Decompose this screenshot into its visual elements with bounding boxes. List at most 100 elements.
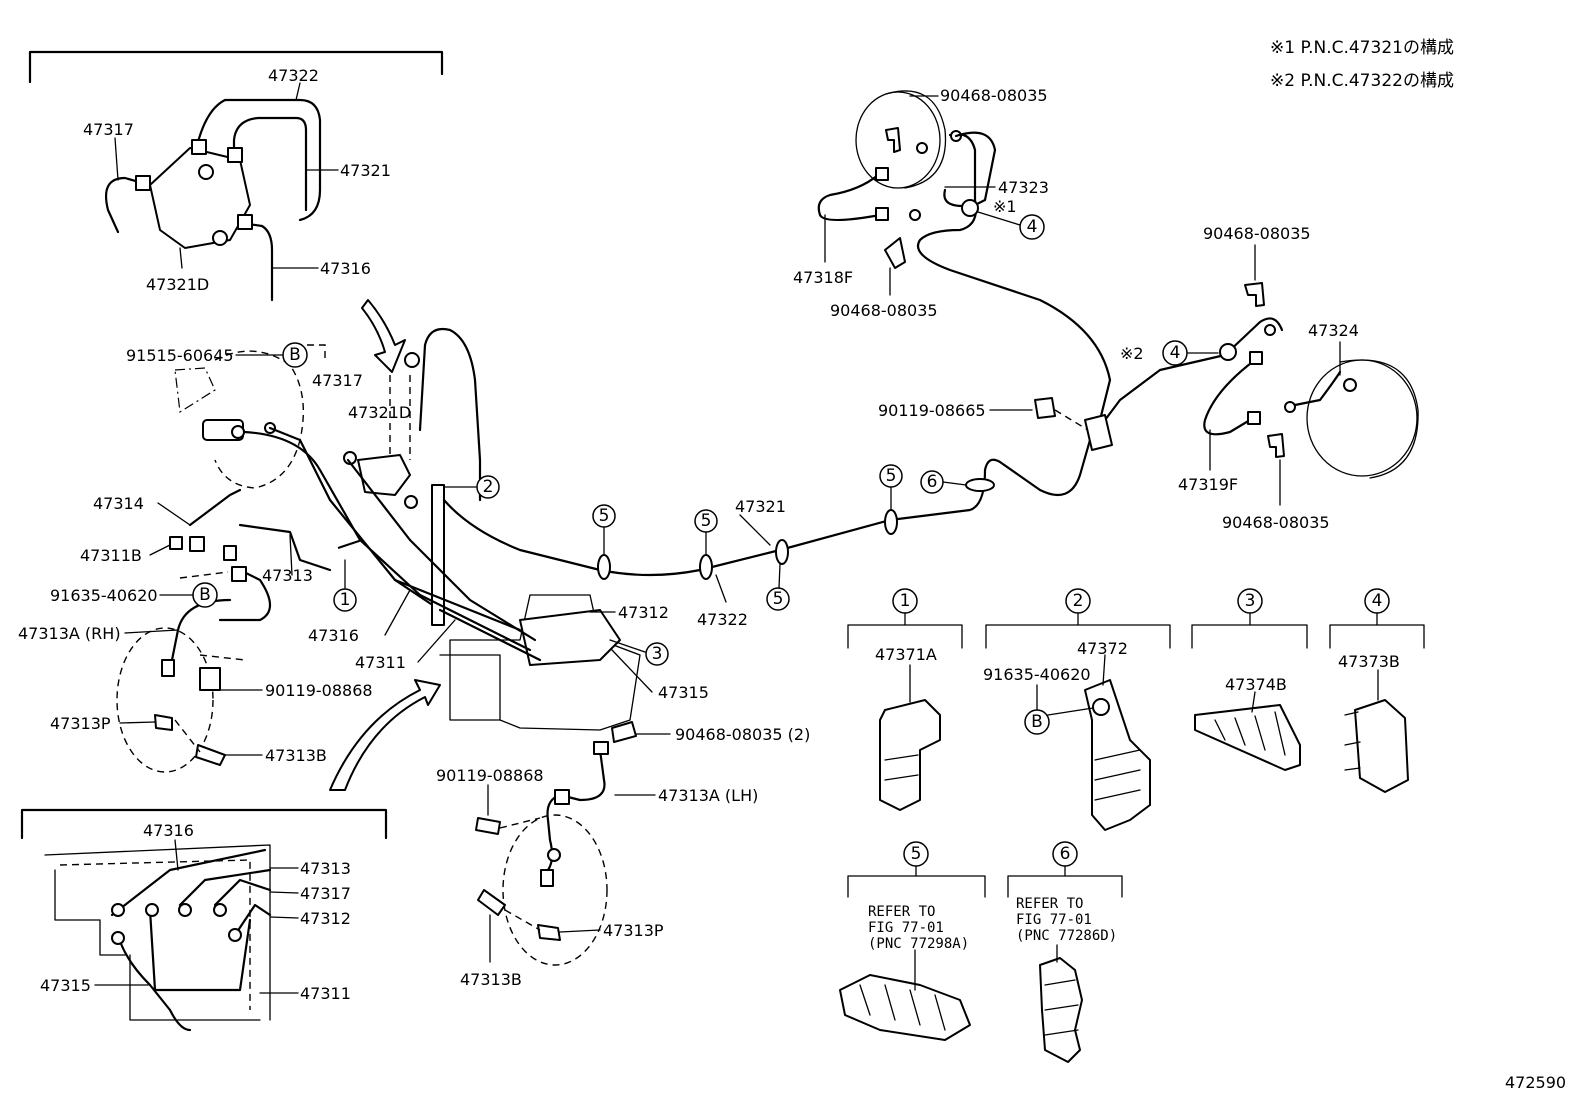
clamp-47371A-ribs [884, 754, 919, 781]
inset-tube-47315 [116, 933, 192, 1032]
dash-left-3 [179, 571, 229, 579]
tube-converge-3 [418, 593, 532, 652]
hose-47319F [1203, 358, 1257, 436]
tube-47317-inset [104, 176, 162, 234]
label-91635-clamp: 91635-40620 [983, 665, 1091, 684]
callout-5-detail-text: 5 [911, 844, 922, 864]
fitting-a [231, 566, 247, 582]
label-47312-inset: 47312 [300, 909, 351, 928]
figure-number: 472590 [1505, 1073, 1566, 1092]
bottom-inset-bracket [20, 808, 388, 840]
hose-rh-2 [170, 598, 232, 662]
callout-3-detail-text: 3 [1245, 591, 1256, 611]
inset-tube-47311 [148, 908, 252, 992]
clamp-47373B [1354, 699, 1409, 793]
inset-port-6 [111, 931, 125, 945]
bottom-inset-frame-1 [44, 844, 271, 1021]
label-47317-inset: 47317 [300, 884, 351, 903]
label-47323: 47323 [998, 178, 1049, 197]
label-90119-08665: 90119-08665 [878, 401, 986, 420]
leader-47322-mid [715, 574, 727, 603]
bolt-90119-mid [475, 817, 501, 835]
clip-tl [885, 127, 901, 153]
tube-converge-2 [393, 578, 522, 632]
label-47313A-RH: 47313A (RH) [18, 624, 121, 643]
refer6-line1: REFER TO [1016, 896, 1083, 912]
leader-6 [942, 481, 967, 486]
label-47314: 47314 [93, 494, 144, 513]
tube-47313-path [238, 523, 332, 572]
wheel-hub-outline-left [116, 627, 214, 773]
label-47313-inset: 47313 [300, 859, 351, 878]
callout-5-a-text: 5 [599, 506, 610, 526]
label-47312-mid: 47312 [618, 603, 669, 622]
label-47313B-mid: 47313B [460, 970, 522, 989]
dash-bolt-rear [1054, 409, 1089, 431]
fitting-c [189, 536, 205, 552]
tube-47316-inset [233, 220, 274, 302]
rear-left-drum-rim [885, 90, 947, 189]
lh-hose [475, 741, 609, 966]
note-mark-1: ※1 [993, 197, 1017, 216]
label-90119-mid: 90119-08868 [436, 766, 544, 785]
label-47322-mid: 47322 [697, 610, 748, 629]
label-47317-mid: 47317 [312, 371, 363, 390]
callout-4-detail-text: 4 [1372, 591, 1383, 611]
label-47373B: 47373B [1338, 652, 1400, 671]
bottom-left-inset [20, 808, 388, 1032]
label-47317-top: 47317 [83, 120, 134, 139]
tube-loop-47316 [418, 327, 482, 502]
bracket-3 [1191, 624, 1308, 649]
callout-4-rl-text: 4 [1027, 217, 1038, 237]
clamp-77286D-ribs [1044, 979, 1079, 1036]
callout-1-main [333, 588, 357, 612]
clip-90468-center [611, 721, 637, 743]
label-90468-br: 90468-08035 [1222, 513, 1330, 532]
nut-4 [191, 139, 207, 155]
refer5-line3: (PNC 77298A) [868, 936, 969, 952]
callout-B-detail-text: B [1031, 712, 1043, 732]
nut-1 [135, 175, 151, 191]
rear-right-drum-rim [1339, 359, 1419, 479]
label-90119-left: 90119-08868 [265, 681, 373, 700]
clamp2-bar [431, 484, 445, 626]
clamp-detail-4: 4 [1329, 588, 1425, 793]
refer6-line3: (PNC 77286D) [1016, 928, 1117, 944]
fitting-b [223, 545, 237, 561]
hose-end-left [161, 659, 175, 677]
inset-tube-47312 [233, 903, 272, 937]
callout-5-c-text: 5 [773, 589, 784, 609]
wc-port-3 [909, 209, 921, 221]
inset-port-2 [145, 903, 159, 917]
rear-right-wheel [1203, 282, 1419, 479]
wheel-hub-outline-mid [502, 814, 608, 966]
bolt-90119-left [199, 667, 221, 691]
wc-port-1 [916, 142, 928, 154]
clamp-detail-6: 6 [1007, 841, 1123, 1063]
note-1: ※1 P.N.C.47321の構成 [1270, 38, 1454, 58]
clamp-detail-1: 1 [847, 588, 963, 811]
bracket-5 [847, 875, 986, 898]
leader-47322-top [295, 82, 301, 101]
callout-6-detail-text: 6 [1060, 844, 1071, 864]
leader-47313P-mid [559, 929, 601, 933]
label-47321D-top: 47321D [146, 275, 209, 294]
leader-47313A-RH [124, 629, 179, 634]
bottom-inset-frame-3 [129, 954, 261, 1021]
clamp-47374B-slots [1214, 711, 1286, 756]
leader-47372 [1102, 654, 1106, 686]
leader-47374B [1251, 691, 1256, 713]
callout-4-rl [1019, 214, 1045, 240]
dash-left-1 [174, 719, 201, 753]
inset-port-1 [111, 903, 125, 917]
tube-47322-main [917, 132, 1112, 422]
bottom-inset-frame-2 [54, 869, 126, 956]
callout-5-b-text: 5 [701, 511, 712, 531]
label-91515: 91515-60645 [126, 346, 234, 365]
label-90468-tl: 90468-08035 [940, 86, 1048, 105]
valve-bottom-port [404, 495, 418, 509]
clamp-47373B-tabs [1344, 711, 1361, 771]
callout-6-main-text: 6 [927, 472, 938, 492]
label-47321-mid: 47321 [735, 497, 786, 516]
